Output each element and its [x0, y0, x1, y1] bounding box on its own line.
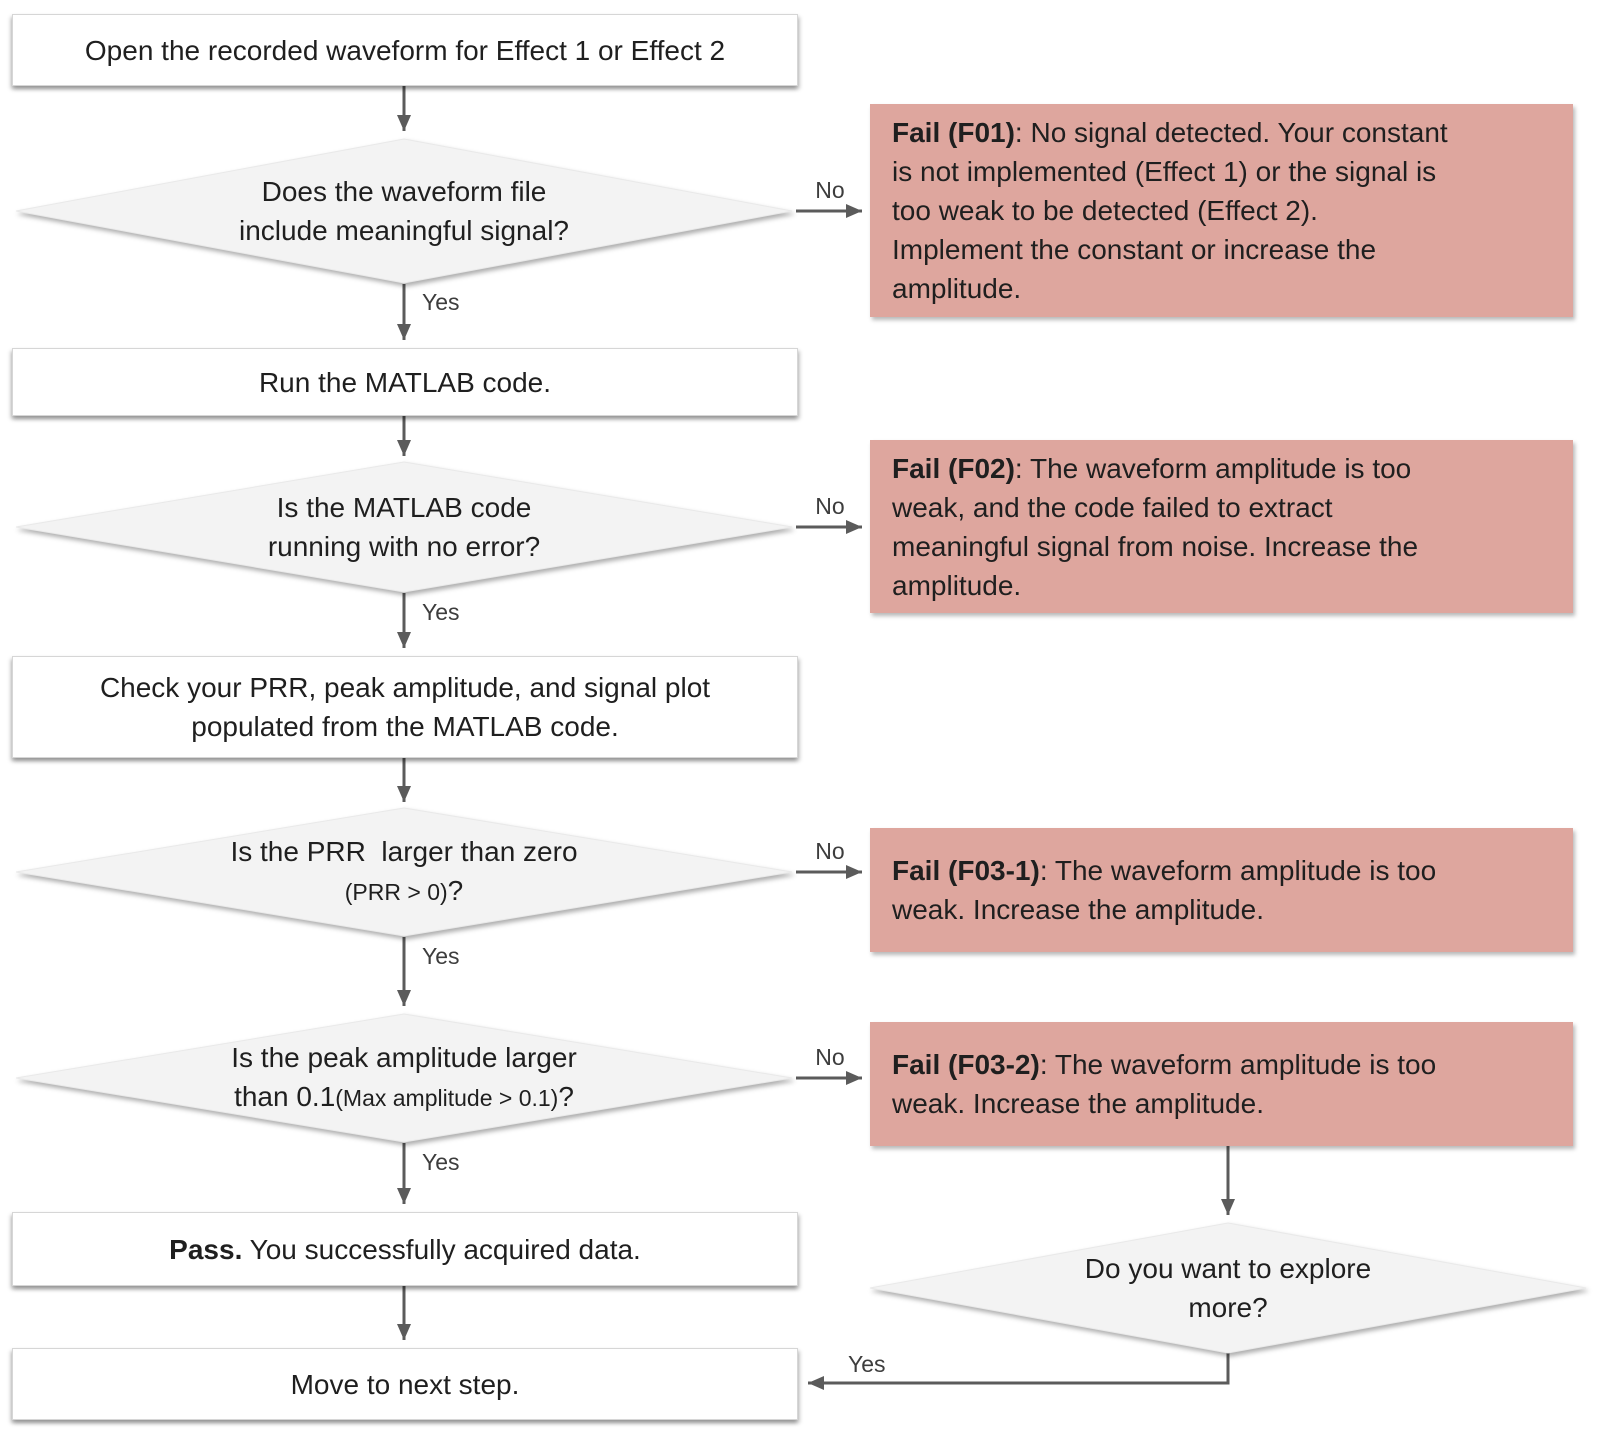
decision-signal-shape: [15, 138, 793, 284]
decision-prr-shape: [15, 807, 793, 937]
pass-label: Pass.: [169, 1233, 243, 1265]
step-pass-line: Pass. You successfully acquired data.: [169, 1230, 641, 1269]
decision-explore-shape: [869, 1222, 1587, 1354]
fail-f01-line1-text: : No signal detected. Your constant: [1014, 117, 1448, 148]
fail-f01-line5: amplitude.: [892, 273, 1022, 304]
fail-f02-line1-text: : The waveform amplitude is too: [1014, 452, 1412, 484]
fail-f01-line1: Fail (F01): No signal detected. Your con…: [892, 113, 1553, 152]
step-pass: Pass. You successfully acquired data.: [12, 1212, 798, 1286]
fail-f03-1-line2: weak. Increase the amplitude.: [892, 894, 1264, 925]
step-move-next-text: Move to next step.: [290, 1368, 520, 1400]
step-check-outputs-line2: populated from the MATLAB code.: [191, 711, 619, 742]
pass-text: You successfully acquired data.: [242, 1233, 641, 1265]
edge-label-matlab-yes: Yes: [422, 599, 460, 625]
edge-label-amplitude-yes: Yes: [422, 1149, 460, 1175]
edge-label-prr-no: No: [815, 838, 845, 864]
fail-f01-label: Fail (F01): [892, 117, 1015, 148]
step-open-waveform: Open the recorded waveform for Effect 1 …: [12, 14, 798, 86]
decision-matlab-shape: [15, 461, 793, 593]
fail-f03-1-line1-text: : The waveform amplitude is too: [1039, 855, 1437, 886]
edge-label-amplitude-no: No: [815, 1044, 845, 1070]
decision-amplitude-shape: [15, 1013, 793, 1143]
step-run-matlab-text: Run the MATLAB code.: [258, 366, 552, 398]
step-open-waveform-text: Open the recorded waveform for Effect 1 …: [84, 34, 726, 66]
fail-f02-line4: amplitude.: [892, 569, 1022, 601]
fail-f03-2-label: Fail (F03-2): [892, 1049, 1040, 1080]
fail-f02-line2: weak, and the code failed to extract: [892, 491, 1333, 523]
fail-f03-2-line1-text: : The waveform amplitude is too: [1039, 1049, 1437, 1080]
edge-label-matlab-no: No: [815, 493, 845, 519]
fail-f03-2-line1: Fail (F03-2): The waveform amplitude is …: [892, 1045, 1553, 1084]
fail-box-f01: Fail (F01): No signal detected. Your con…: [870, 104, 1573, 317]
edge-label-signal-yes: Yes: [422, 289, 460, 315]
fail-f01-line3: too weak to be detected (Effect 2).: [892, 195, 1318, 226]
fail-f01-line4: Implement the constant or increase the: [892, 234, 1377, 265]
edge-label-prr-yes: Yes: [422, 943, 460, 969]
fail-box-f03-1: Fail (F03-1): The waveform amplitude is …: [870, 828, 1573, 952]
fail-box-f02: Fail (F02): The waveform amplitude is to…: [870, 440, 1573, 613]
fail-f03-1-line1: Fail (F03-1): The waveform amplitude is …: [892, 851, 1553, 890]
fail-f01-line2: is not implemented (Effect 1) or the sig…: [892, 156, 1437, 187]
step-check-outputs-line1: Check your PRR, peak amplitude, and sign…: [99, 672, 711, 703]
edge-label-signal-no: No: [815, 177, 845, 203]
fail-f03-1-label: Fail (F03-1): [892, 855, 1040, 886]
fail-box-f03-2: Fail (F03-2): The waveform amplitude is …: [870, 1022, 1573, 1146]
fail-f02-line1: Fail (F02): The waveform amplitude is to…: [892, 449, 1553, 488]
fail-f03-2-line2: weak. Increase the amplitude.: [892, 1088, 1264, 1119]
step-move-next: Move to next step.: [12, 1348, 798, 1420]
fail-f02-line3: meaningful signal from noise. Increase t…: [892, 530, 1419, 562]
fail-f02-label: Fail (F02): [892, 452, 1015, 484]
connector-explore-yes-to-move: [808, 1353, 1230, 1390]
step-check-outputs: Check your PRR, peak amplitude, and sign…: [12, 656, 798, 758]
edge-label-explore-yes: Yes: [848, 1351, 886, 1377]
step-run-matlab: Run the MATLAB code.: [12, 348, 798, 416]
